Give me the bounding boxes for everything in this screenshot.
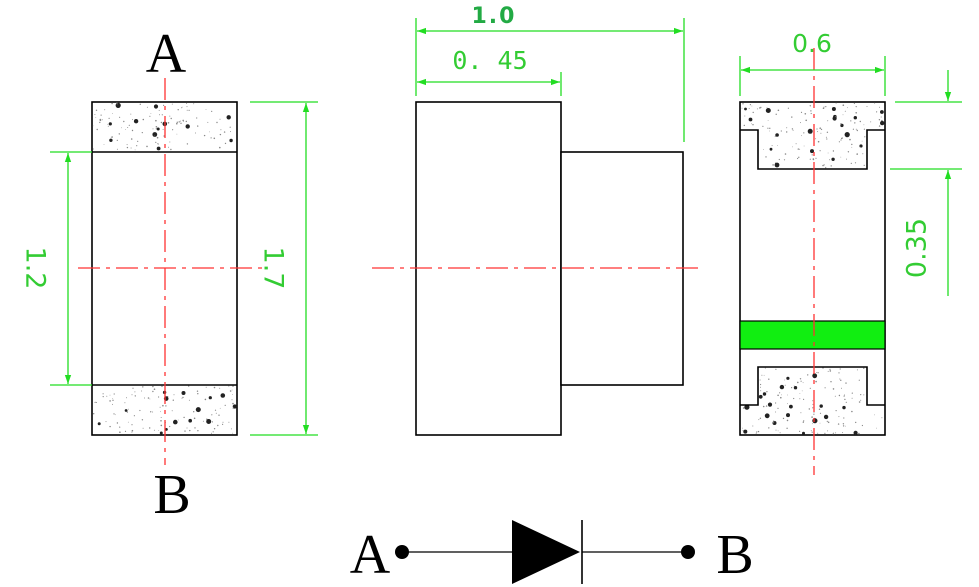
top-pad-texture-a: [741, 102, 885, 130]
cathode-band: [739, 320, 886, 350]
symbol-cathode-label: B: [716, 524, 753, 586]
dim-0-45-label: 0. 45: [452, 46, 527, 75]
dim-0-35-label: 0.35: [902, 218, 933, 278]
bottom-body-outline: [739, 101, 886, 436]
symbol-anode-label: A: [350, 524, 391, 586]
side-view: 1.0 0. 45: [372, 4, 700, 436]
dim-1-2-label: 1.2: [20, 247, 51, 290]
terminal-b-label: B: [153, 464, 190, 526]
bottom-view: 0.6 0.35: [739, 29, 962, 475]
top-terminal-texture: [92, 102, 233, 151]
bottom-pad-texture-b: [742, 404, 883, 435]
dim-1-0-label: 1.0: [472, 4, 517, 29]
terminal-a-label: A: [146, 23, 187, 85]
front-view: 1.2 1.7 A B: [20, 23, 318, 526]
diode-triangle: [512, 520, 580, 584]
bottom-pad-outline: [740, 366, 885, 406]
bottom-pad-texture-a: [758, 367, 865, 407]
diode-symbol: A B: [350, 520, 754, 586]
dim-0-6-label: 0.6: [792, 29, 832, 58]
top-pad-outline: [740, 129, 885, 170]
cathode-dot: [681, 545, 695, 559]
top-pad-texture-b: [763, 128, 866, 169]
dim-1-7-label: 1.7: [258, 247, 289, 290]
